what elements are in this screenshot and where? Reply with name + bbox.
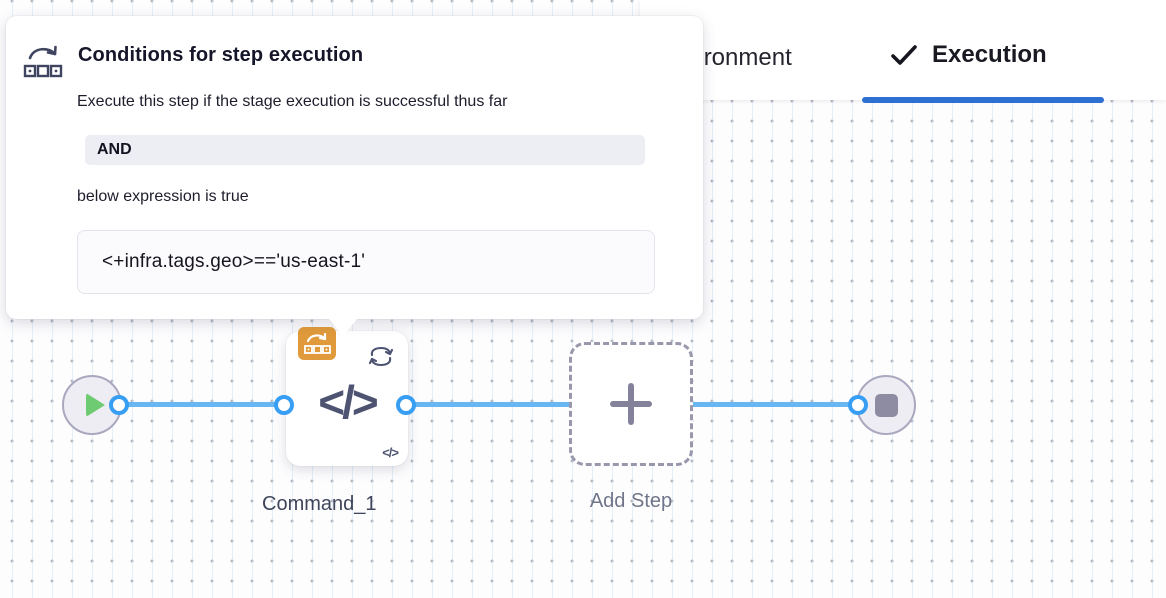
condition-description: Execute this step if the stage execution…	[77, 93, 508, 110]
popover-title: Conditions for step execution	[78, 44, 364, 66]
checkmark-icon	[890, 43, 918, 67]
command-step-icon: </>	[318, 376, 379, 428]
plus-icon	[610, 383, 652, 425]
condition-expression: <+infra.tags.geo>=='us-east-1'	[77, 230, 655, 294]
popover-tail	[328, 318, 358, 336]
conditional-execution-icon	[303, 332, 331, 356]
pipeline-edge	[692, 402, 859, 407]
add-step-label[interactable]: Add Step	[589, 490, 673, 512]
expression-description: below expression is true	[77, 188, 249, 205]
tab-execution[interactable]: Execution	[890, 41, 1047, 69]
connector-port[interactable]	[274, 395, 294, 415]
tab-execution-label: Execution	[932, 41, 1047, 68]
connector-port[interactable]	[848, 395, 868, 415]
step-node-command[interactable]: </> </>	[286, 327, 408, 466]
connector-port[interactable]	[396, 395, 416, 415]
stop-icon	[874, 393, 898, 417]
step-label-command[interactable]: Command_1	[262, 493, 377, 515]
connector-port[interactable]	[109, 395, 129, 415]
pipeline-stage-tabbar: Environment Execution	[640, 0, 1166, 103]
active-tab-indicator	[862, 97, 1104, 103]
step-type-mini-icon: </>	[382, 445, 399, 460]
add-step-button[interactable]	[569, 342, 693, 466]
condition-operator-badge: AND	[85, 135, 645, 165]
looping-strategy-icon[interactable]	[366, 344, 396, 370]
conditional-execution-icon	[22, 42, 64, 82]
pipeline-edge	[406, 402, 572, 407]
pipeline-edge	[119, 402, 286, 407]
play-icon	[85, 393, 105, 417]
conditions-popover: Conditions for step execution Execute th…	[6, 16, 703, 336]
